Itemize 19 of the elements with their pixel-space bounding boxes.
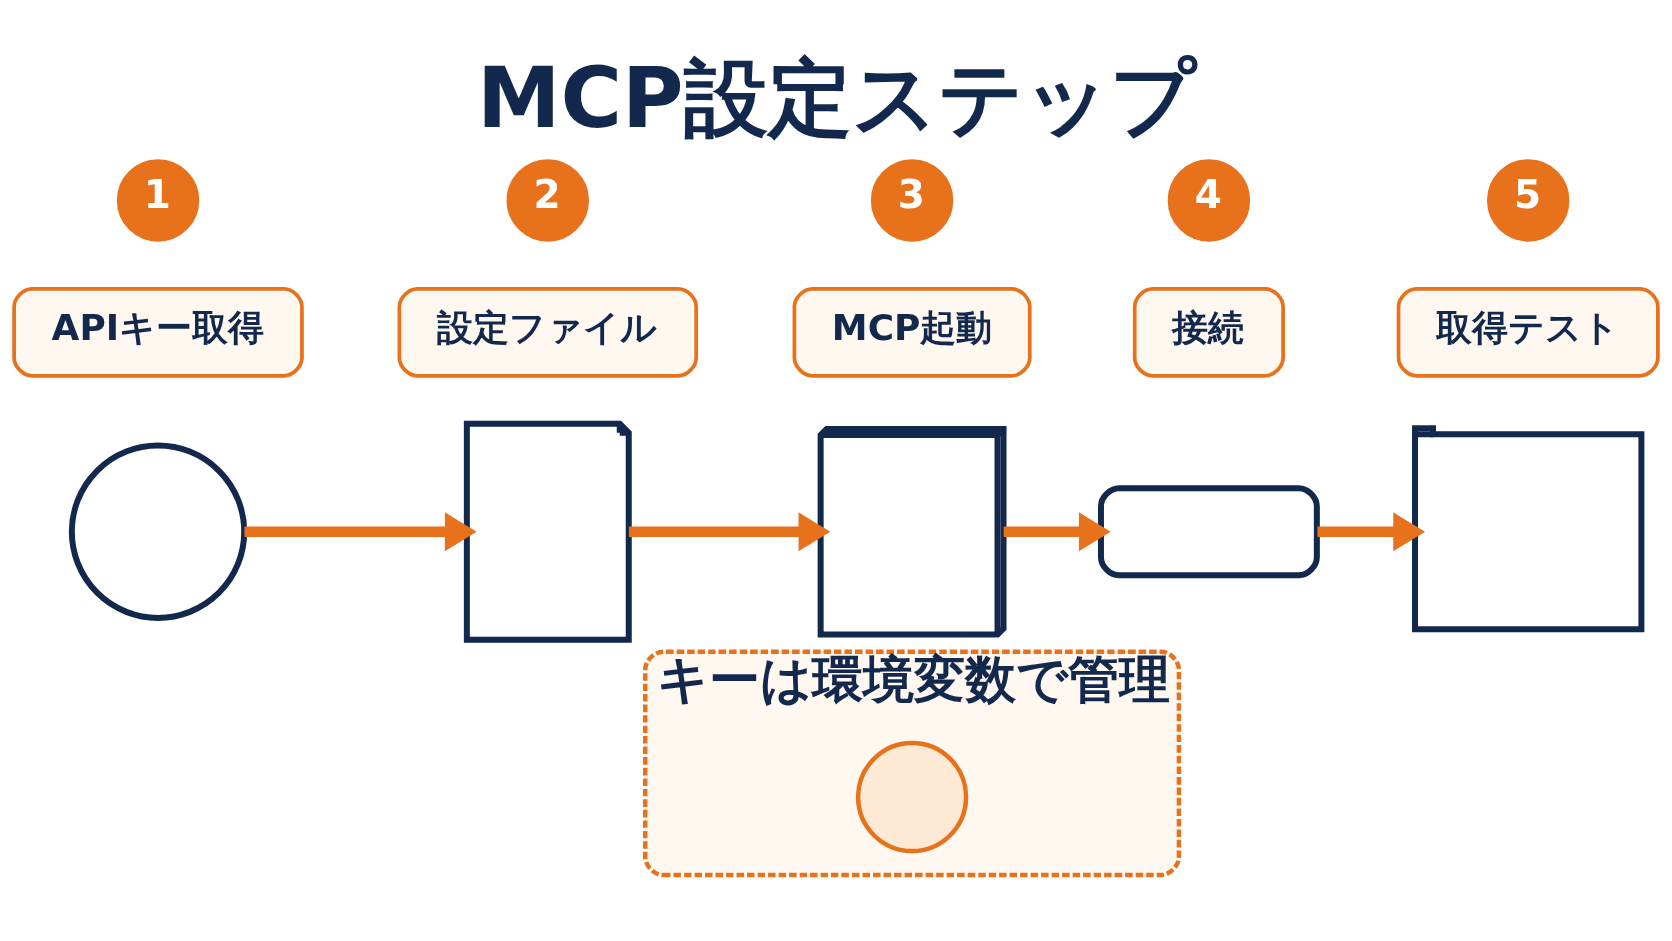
diagram-title: MCP設定ステップ bbox=[476, 48, 1196, 147]
node-circle: 5 bbox=[1487, 158, 1570, 242]
node-box: 接続 bbox=[1132, 286, 1285, 378]
node-box bbox=[1097, 484, 1320, 578]
node-circle: 2 bbox=[506, 158, 589, 242]
cluster: キーは環境変数で管理 bbox=[643, 648, 1182, 877]
arrow bbox=[244, 511, 477, 551]
node-circle: 1 bbox=[116, 158, 200, 242]
node-circle bbox=[68, 442, 248, 621]
node-box: 取得テスト bbox=[1396, 286, 1660, 378]
arrow bbox=[628, 511, 831, 551]
arrow bbox=[1317, 511, 1426, 551]
node-circle bbox=[855, 740, 969, 853]
node-circle: 3 bbox=[870, 158, 954, 242]
node-box: 設定ファイル bbox=[397, 286, 699, 378]
node-box: MCP起動 bbox=[792, 286, 1032, 378]
node-box: APIキー取得 bbox=[12, 286, 304, 378]
node-circle: 4 bbox=[1167, 158, 1251, 242]
arrow bbox=[1003, 511, 1111, 551]
